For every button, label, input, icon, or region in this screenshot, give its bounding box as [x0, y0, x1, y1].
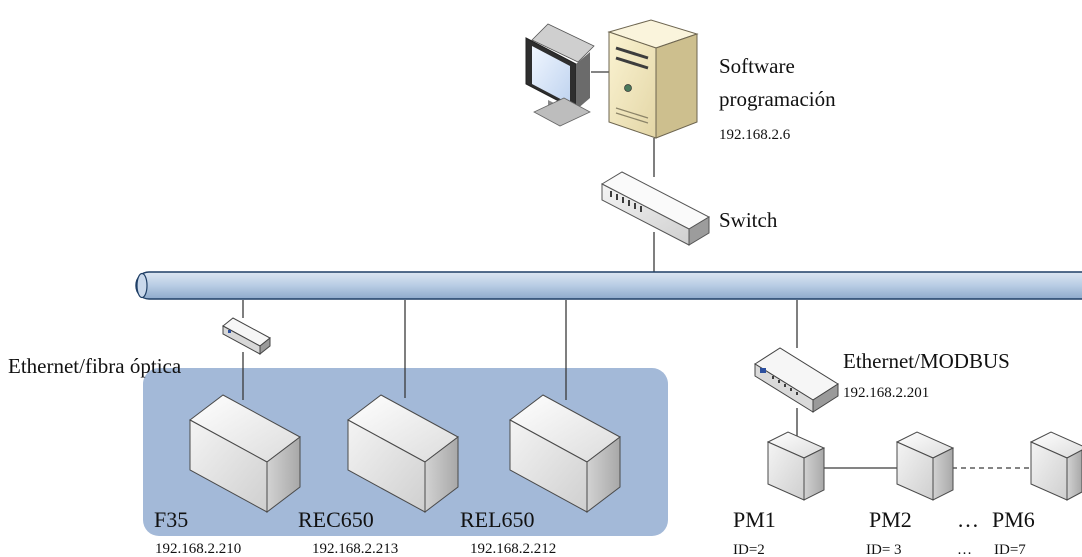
server-tower-icon [607, 19, 699, 139]
ellipsis-names: … [957, 507, 979, 532]
connection-lines [242, 71, 1031, 469]
network-switch-icon [600, 171, 711, 246]
meter-id-pm1: ID=2 [733, 542, 765, 557]
relay-box-icon [509, 394, 621, 514]
relay-name-rec650: REC650 [298, 507, 374, 532]
relay-ip-f35: 192.168.2.210 [155, 541, 241, 557]
converter-modbus-label: Ethernet/MODBUS [843, 349, 1010, 373]
meter-name-pm1: PM1 [733, 507, 776, 532]
ellipsis-ids: … [957, 542, 972, 557]
server-ip: 192.168.2.6 [719, 127, 791, 143]
meter-name-pm6: PM6 [992, 507, 1035, 532]
relay-ip-rel650: 192.168.2.212 [470, 541, 556, 557]
relay-box-icon [189, 394, 301, 514]
monitor-icon [525, 23, 595, 127]
media-converter-icon [222, 317, 271, 356]
relay-name-rel650: REL650 [460, 507, 535, 532]
converter-fiber-label: Ethernet/fibra óptica [8, 354, 182, 378]
relay-box-icon [347, 394, 459, 514]
relay-name-f35: F35 [154, 507, 188, 532]
converter-modbus-ip: 192.168.2.201 [843, 385, 929, 401]
switch-label: Switch [719, 208, 778, 232]
server-title-line2: programación [719, 87, 836, 111]
modbus-converter-icon [754, 347, 839, 413]
power-meter-icon [1029, 431, 1082, 501]
meter-name-pm2: PM2 [869, 507, 912, 532]
ethernet-bus [135, 271, 1082, 300]
meter-id-pm6: ID=7 [994, 542, 1026, 557]
relay-ip-rec650: 192.168.2.213 [312, 541, 398, 557]
power-meter-icon [895, 431, 955, 501]
server-title-line1: Software [719, 54, 795, 78]
meter-id-pm2: ID= 3 [866, 542, 902, 557]
power-meter-icon [766, 431, 826, 501]
